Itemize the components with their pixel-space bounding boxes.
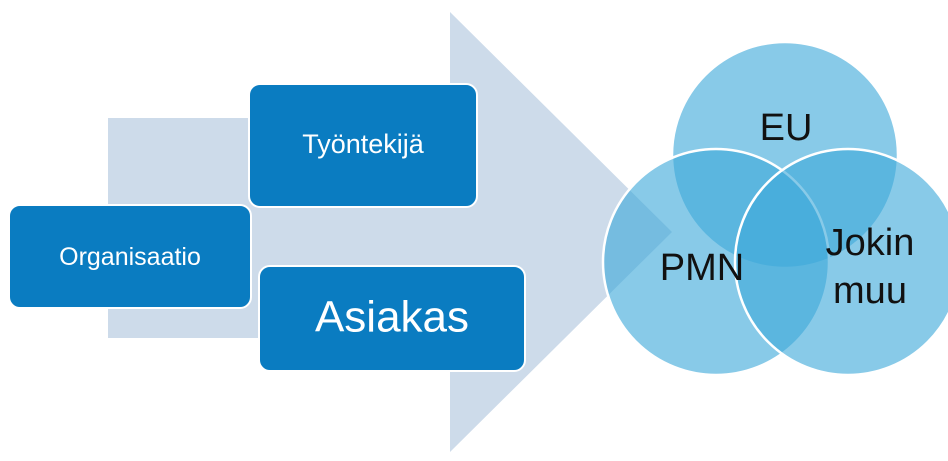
venn-label-jokin-line1: Jokin [826, 222, 915, 264]
venn-label-jokin-line2: muu [833, 270, 907, 312]
venn-label-pmn: PMN [660, 247, 744, 289]
tyontekija-box: Työntekijä [248, 83, 478, 208]
venn-diagram: EU PMN Jokin muu [601, 40, 948, 377]
tyontekija-label: Työntekijä [302, 129, 425, 159]
asiakas-box: Asiakas [258, 265, 526, 372]
organisaatio-label: Organisaatio [59, 243, 201, 271]
asiakas-label: Asiakas [315, 293, 469, 342]
venn-label-eu: EU [760, 107, 813, 149]
venn-circle-jokin [733, 147, 948, 377]
organisaatio-box: Organisaatio [8, 204, 252, 309]
